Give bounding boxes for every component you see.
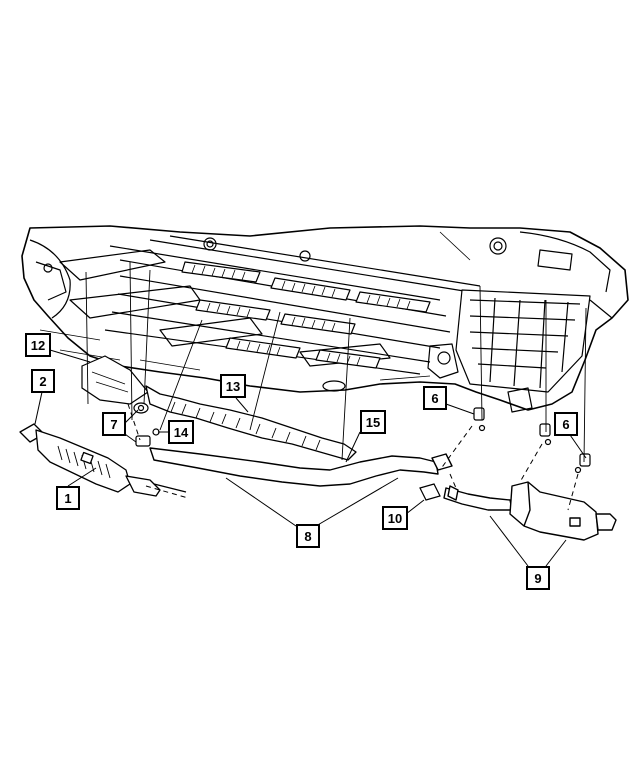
callout-12: 12 [25, 333, 51, 357]
muffler-inlet-pipe [149, 447, 453, 487]
leader-lines [34, 261, 587, 567]
catalytic-converter [19, 423, 187, 497]
callout-2: 2 [31, 369, 55, 393]
callout-6-left: 6 [423, 386, 447, 410]
callout-6-right: 6 [554, 412, 578, 436]
callout-7: 7 [102, 412, 126, 436]
callout-1: 1 [56, 486, 80, 510]
callout-13: 13 [220, 374, 246, 398]
intermediate-pipe [145, 385, 357, 461]
callout-9: 9 [526, 566, 550, 590]
callout-8: 8 [296, 524, 320, 548]
assembly-dashed-lines [127, 403, 579, 511]
callout-10: 10 [382, 506, 408, 530]
callout-14: 14 [168, 420, 194, 444]
callout-15: 15 [360, 410, 386, 434]
muffler-assembly [443, 481, 617, 541]
